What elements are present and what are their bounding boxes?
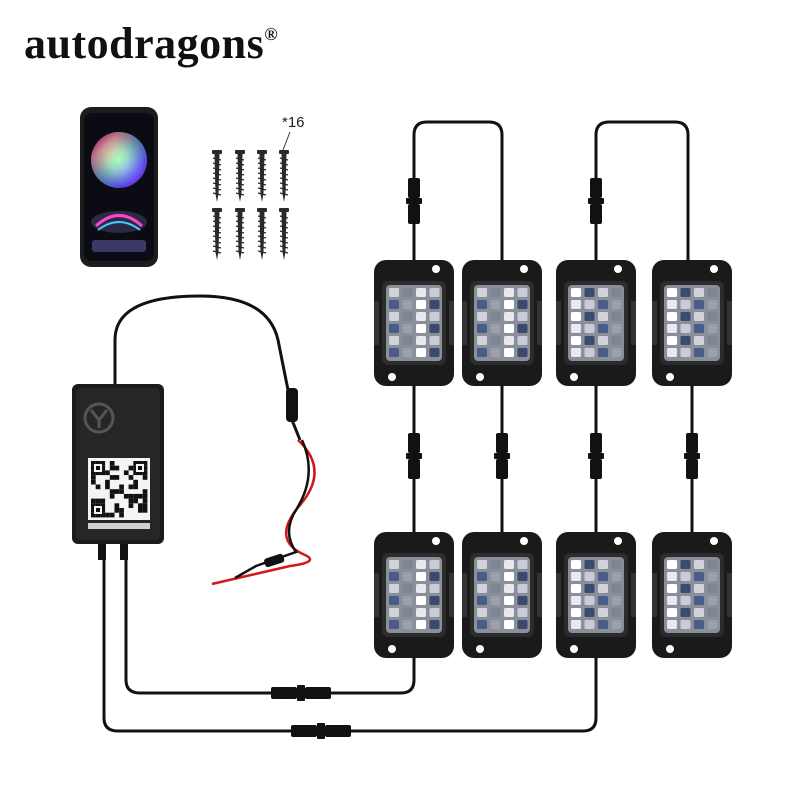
brand-logo: autodragons®	[24, 18, 278, 69]
inline-connector	[588, 178, 604, 224]
rock-light-pod	[652, 260, 732, 386]
rock-light-pods	[374, 260, 732, 658]
registered-mark: ®	[264, 24, 279, 44]
rock-light-pod	[462, 260, 542, 386]
screw-quantity-label: *16	[282, 114, 305, 131]
rock-light-pod	[462, 532, 542, 658]
screw-icon	[257, 208, 267, 260]
phone-app-icon	[80, 107, 158, 267]
power-lead	[211, 439, 316, 586]
rock-light-pod	[374, 532, 454, 658]
screw-icon	[212, 208, 222, 260]
brand-name: autodragons	[24, 19, 265, 68]
wire-connectors	[271, 178, 700, 739]
rock-light-pod	[374, 260, 454, 386]
rock-light-pod	[556, 532, 636, 658]
screw-set	[212, 150, 289, 260]
inline-connector	[291, 723, 351, 739]
inline-connector	[684, 433, 700, 479]
inline-connector	[406, 433, 422, 479]
inline-connector	[406, 178, 422, 224]
inline-connector	[588, 433, 604, 479]
inline-connector	[271, 685, 331, 701]
rock-light-pod	[652, 532, 732, 658]
screw-icon	[279, 150, 289, 202]
screw-icon	[279, 208, 289, 260]
screw-icon	[212, 150, 222, 202]
rock-light-pod	[556, 260, 636, 386]
controller-box	[72, 384, 164, 560]
screw-icon	[235, 150, 245, 202]
screw-icon	[235, 208, 245, 260]
inline-connector	[494, 433, 510, 479]
screw-icon	[257, 150, 267, 202]
